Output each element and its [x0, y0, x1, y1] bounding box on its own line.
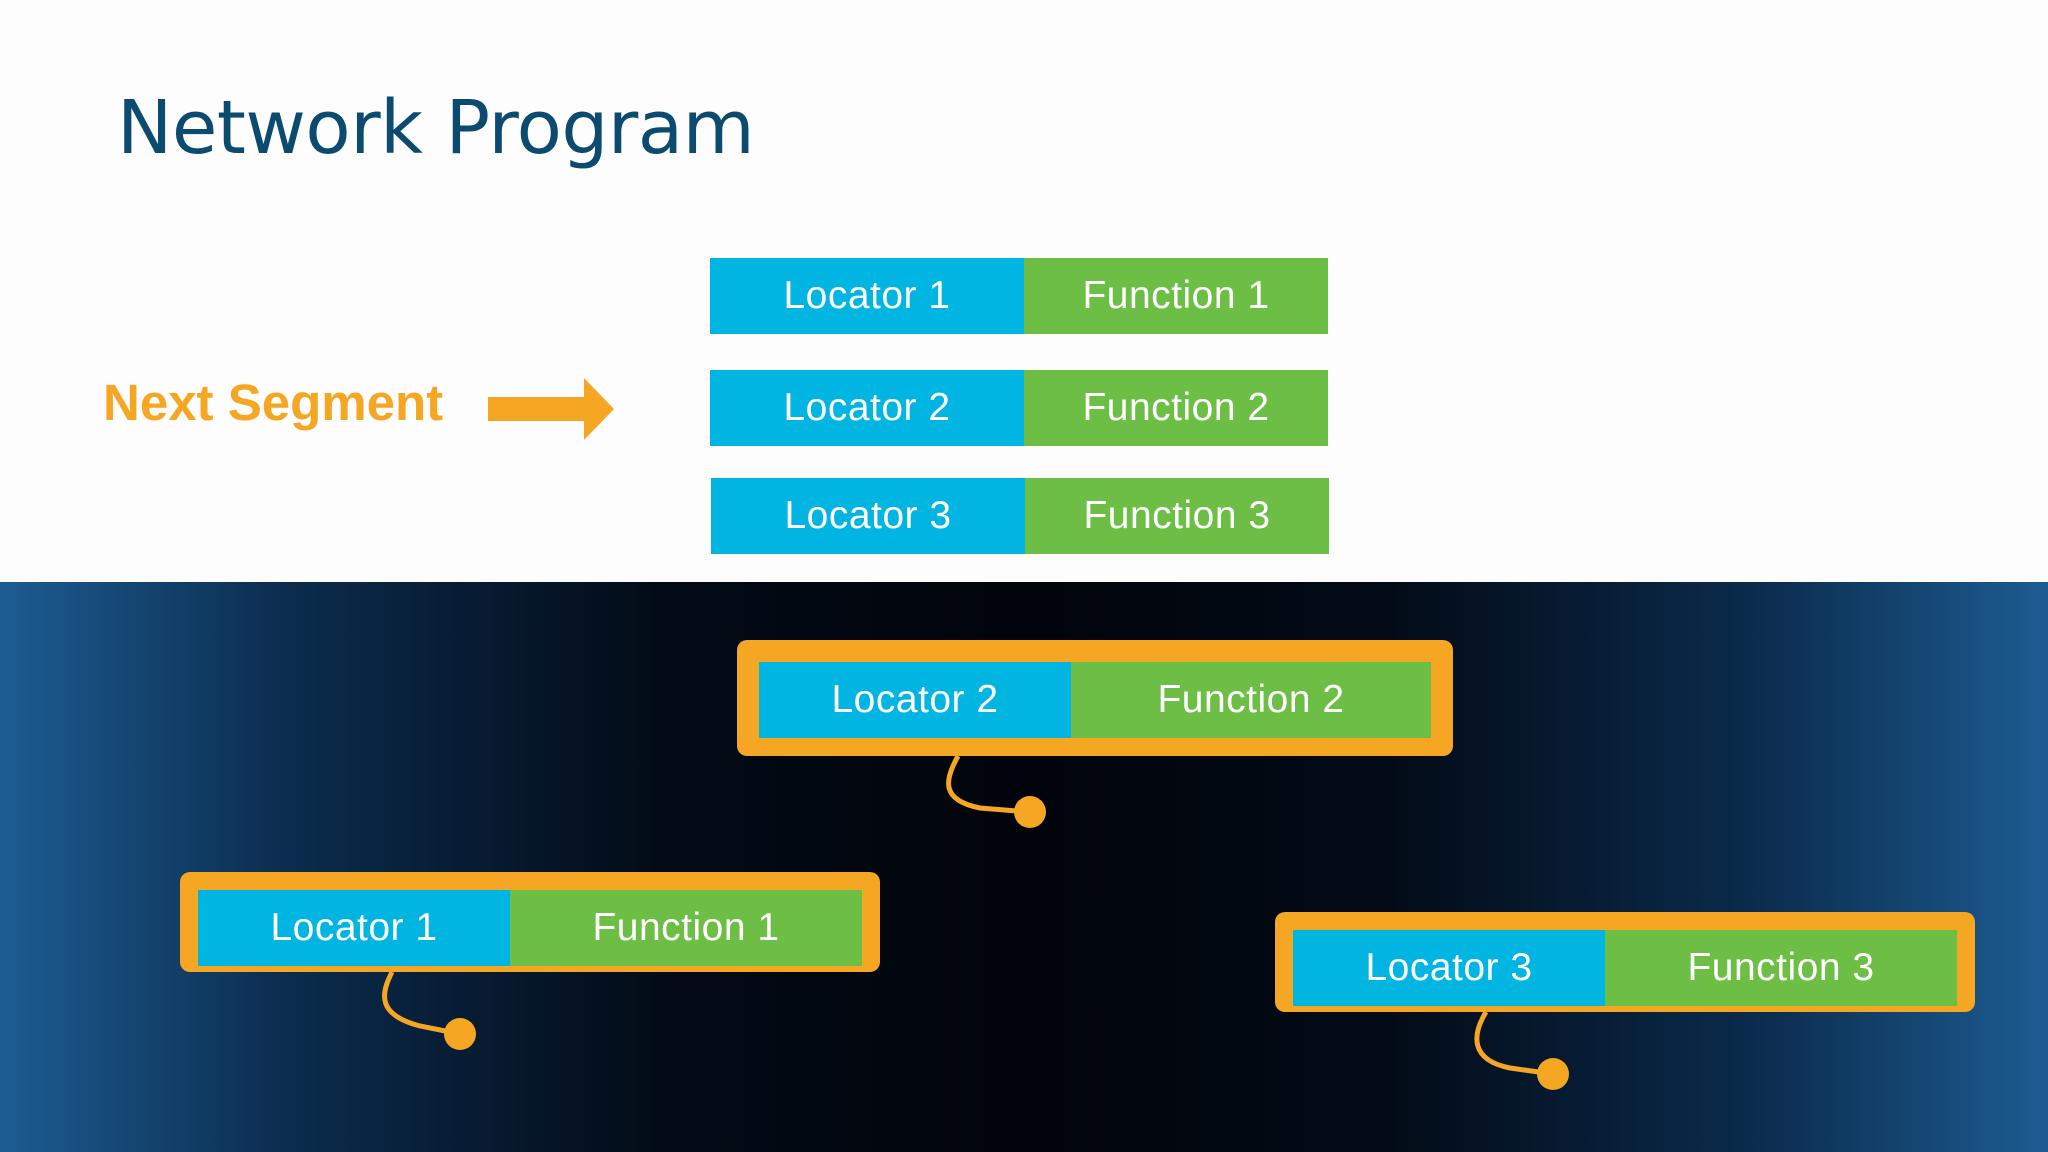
- arrow-right-icon: [488, 378, 614, 440]
- function-cell: Function 2: [1024, 370, 1328, 446]
- function-cell: Function 1: [1024, 258, 1328, 334]
- callout-segment-2: Locator 2 Function 2: [737, 640, 1453, 756]
- locator-cell: Locator 1: [710, 258, 1024, 334]
- locator-cell: Locator 1: [198, 890, 510, 966]
- page-title: Network Program: [117, 85, 755, 171]
- function-cell: Function 2: [1071, 662, 1431, 738]
- locator-cell: Locator 3: [1293, 930, 1605, 1006]
- segment-row-2: Locator 2 Function 2: [710, 370, 1328, 446]
- next-segment-label: Next Segment: [103, 374, 444, 431]
- function-cell: Function 3: [1025, 478, 1329, 554]
- segment-row-1: Locator 1 Function 1: [710, 258, 1328, 334]
- callout-segment-3: Locator 3 Function 3: [1275, 912, 1975, 1012]
- function-cell: Function 3: [1605, 930, 1957, 1006]
- locator-cell: Locator 3: [711, 478, 1025, 554]
- locator-cell: Locator 2: [759, 662, 1071, 738]
- locator-cell: Locator 2: [710, 370, 1024, 446]
- function-cell: Function 1: [510, 890, 862, 966]
- segment-row-3: Locator 3 Function 3: [711, 478, 1329, 554]
- callout-segment-1: Locator 1 Function 1: [180, 872, 880, 972]
